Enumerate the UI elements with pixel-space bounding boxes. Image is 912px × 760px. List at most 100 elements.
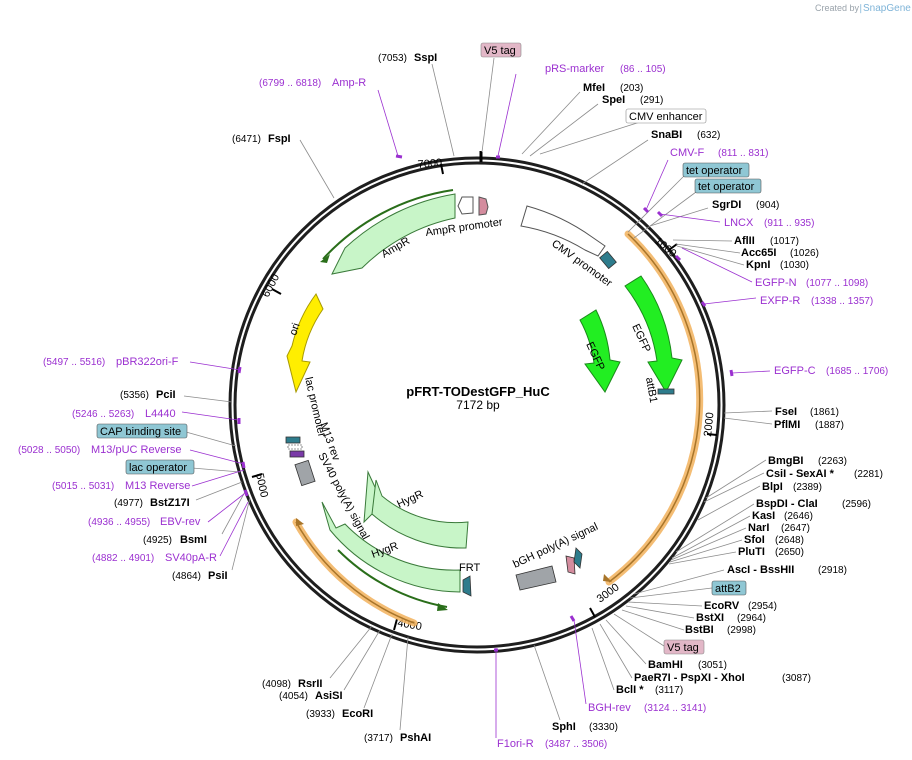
pleader-l4440 xyxy=(181,411,239,421)
site-kpni-name: KpnI xyxy=(746,259,770,271)
primer-mark-egfpc xyxy=(729,369,734,377)
plasmid-title: pFRT-TODestGFP_HuC 7172 bp xyxy=(406,384,550,412)
primer-mark-pbr322 xyxy=(237,366,242,374)
site-snabi-pos: (632) xyxy=(697,130,720,141)
site-ecorv-pos: (2954) xyxy=(748,601,777,612)
leader-fspi xyxy=(299,139,335,199)
primer-ampr-pos: (6799 .. 6818) xyxy=(259,78,321,89)
leader-cmv-enh xyxy=(539,121,641,155)
leader-asci xyxy=(633,569,725,595)
site-kpni-pos: (1030) xyxy=(780,260,809,271)
primer-f1ori-name: F1ori-R xyxy=(497,738,534,750)
site-rsrii-name: RsrII xyxy=(298,678,322,690)
credit-app: SnapGene xyxy=(863,3,911,14)
leader-bstxi xyxy=(625,605,695,619)
site-bspdi-name: BspDI - ClaI xyxy=(756,498,818,510)
attb2-text: attB2 xyxy=(715,583,741,595)
site-bstxi-name: BstXI xyxy=(696,612,724,624)
backbone-inner-ring xyxy=(233,161,721,649)
site-asisi-name: AsiSI xyxy=(315,690,343,702)
pleader-lncx xyxy=(659,213,721,223)
site-mfei-pos: (203) xyxy=(620,83,643,94)
site-bstbi-name: BstBI xyxy=(685,624,714,636)
tick-4000 xyxy=(393,618,398,631)
leader-cap xyxy=(185,431,237,447)
leader-mfei xyxy=(521,91,581,155)
snapgene-logo-icon: ❘ xyxy=(857,3,865,14)
tet-operator-box-1 xyxy=(682,162,750,178)
credit-created-by: Created by xyxy=(815,3,860,13)
site-pluti-name: PluTI xyxy=(738,546,765,558)
leader-v5-bottom xyxy=(613,613,665,647)
primer-sv40pa-pos: (4882 .. 4901) xyxy=(92,553,154,564)
v5-tag-bottom-box xyxy=(663,639,705,655)
leader-spei xyxy=(529,103,599,157)
tet-operator-text-2: tet operator xyxy=(698,181,755,193)
primer-cmvf-name: CMV-F xyxy=(670,147,705,159)
site-kasi-name: KasI xyxy=(752,510,775,522)
leader-csii xyxy=(703,472,765,503)
primer-m13rev-pos: (5015 .. 5031) xyxy=(52,481,114,492)
site-bstz17i-pos: (4977) xyxy=(114,498,143,509)
m13-rev-feature xyxy=(289,450,305,458)
pleader-m13rev xyxy=(191,469,245,487)
tick-3000 xyxy=(589,607,596,618)
site-bcli-name: BclI * xyxy=(616,684,644,696)
primer-bghrev-pos: (3124 .. 3141) xyxy=(644,703,706,714)
site-pshai-name: PshAI xyxy=(400,732,431,744)
site-kasi-pos: (2646) xyxy=(784,511,813,522)
leader-pcii xyxy=(183,395,233,403)
lac-operator-feature xyxy=(287,444,303,450)
attb2-box xyxy=(711,580,747,596)
primer-mark-ebv xyxy=(243,489,249,497)
site-pcii-pos: (5356) xyxy=(120,390,149,401)
site-csii-pos: (2281) xyxy=(854,469,883,480)
site-pflmi-pos: (1887) xyxy=(815,420,844,431)
tick-7000 xyxy=(440,163,444,175)
site-fspi-pos: (6471) xyxy=(232,134,261,145)
leader-v5-top xyxy=(481,57,495,153)
plasmid-name: pFRT-TODestGFP_HuC xyxy=(406,384,550,399)
site-asci-pos: (2918) xyxy=(818,565,847,576)
primer-mark-egfpn xyxy=(674,254,682,262)
site-acc65i-name: Acc65I xyxy=(741,247,776,259)
primer-cmvf-pos: (811 .. 831) xyxy=(718,148,768,159)
primer-mark-m13 xyxy=(241,461,246,469)
green-orf-arcs xyxy=(320,189,454,611)
leader-bcli xyxy=(591,627,615,691)
v5-tag-top-text: V5 tag xyxy=(484,45,516,57)
leader-kpni xyxy=(676,245,745,266)
site-pshai-pos: (3717) xyxy=(364,733,393,744)
ampr-promoter-arrow xyxy=(457,196,474,215)
primer-egfpn-pos: (1077 .. 1098) xyxy=(806,278,868,289)
site-bstz17i-name: BstZ17I xyxy=(150,497,190,509)
primer-ampr-name: Amp-R xyxy=(332,77,366,89)
leader-acc65i xyxy=(675,243,741,254)
site-acc65i-pos: (1026) xyxy=(790,248,819,259)
primer-mark-cmvf xyxy=(642,206,650,214)
site-bmgbi-name: BmgBI xyxy=(768,455,803,467)
primer-bghrev-name: BGH-rev xyxy=(588,702,631,714)
primer-egfpc-pos: (1685 .. 1706) xyxy=(826,366,888,377)
attb1-feature xyxy=(657,388,675,395)
site-sspi-name: SspI xyxy=(414,52,437,64)
site-asisi-pos: (4054) xyxy=(279,691,308,702)
site-sphi-pos: (3330) xyxy=(589,722,618,733)
site-aflii-name: AflII xyxy=(734,235,755,247)
cap-binding-feature xyxy=(285,436,301,444)
snapgene-credit: Created by ❘ SnapGene xyxy=(815,3,911,14)
ori-label: ori xyxy=(287,322,302,337)
leader-pluti xyxy=(668,551,737,565)
site-ecorv-name: EcoRV xyxy=(704,600,740,612)
v5-tag-top-box xyxy=(480,42,522,58)
primer-l4440-pos: (5246 .. 5263) xyxy=(72,409,134,420)
primer-exfpr-name: EXFP-R xyxy=(760,295,800,307)
site-ecori-name: EcoRI xyxy=(342,708,373,720)
leader-sfoi xyxy=(669,539,743,563)
leader-sgrdi xyxy=(649,207,709,227)
site-bstxi-pos: (2964) xyxy=(737,613,766,624)
leader-aflii xyxy=(672,239,733,242)
leader-psii xyxy=(231,497,251,571)
pleader-sv40pa xyxy=(219,501,249,557)
